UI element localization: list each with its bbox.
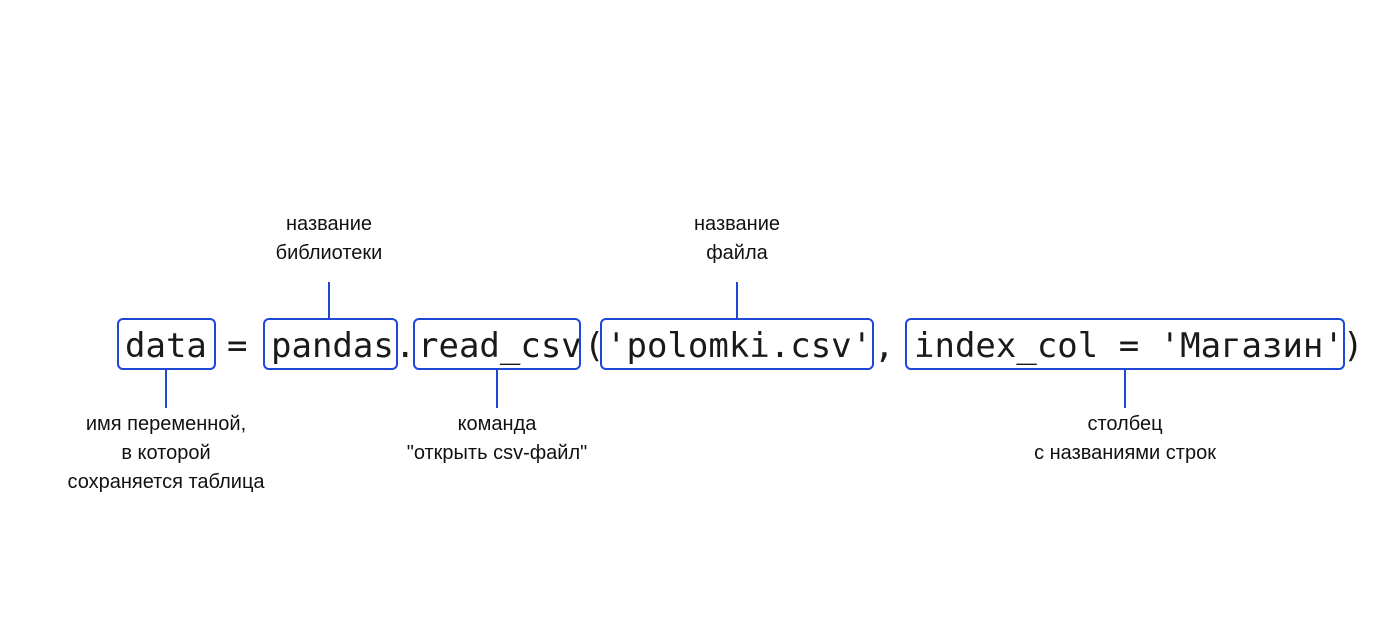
label-func-line1: команда bbox=[457, 413, 537, 435]
code-lib: pandas bbox=[271, 326, 394, 366]
code-equals: = bbox=[227, 326, 248, 366]
label-func-line2: "открыть csv-файл" bbox=[406, 442, 588, 464]
label-param: столбец с названиями строк bbox=[1034, 410, 1216, 468]
box-lib bbox=[263, 318, 398, 370]
label-var: имя переменной, в которой сохраняется та… bbox=[67, 410, 264, 497]
code-dot: . bbox=[395, 326, 416, 366]
label-filename: название файла bbox=[694, 210, 780, 268]
code-func: read_csv bbox=[418, 326, 582, 366]
box-param bbox=[905, 318, 1345, 370]
label-lib: название библиотеки bbox=[276, 210, 383, 268]
code-var: data bbox=[125, 326, 207, 366]
label-lib-line2: библиотеки bbox=[275, 242, 383, 264]
label-filename-line1: название bbox=[694, 213, 780, 235]
label-param-line1: столбец bbox=[1087, 413, 1163, 435]
connector-filename bbox=[736, 282, 738, 318]
connector-param bbox=[1124, 370, 1126, 408]
code-open-paren: ( bbox=[584, 326, 605, 366]
label-lib-line1: название bbox=[286, 213, 372, 235]
label-var-line3: сохраняется таблица bbox=[67, 471, 265, 493]
label-var-line2: в которой bbox=[121, 442, 211, 464]
box-func bbox=[413, 318, 581, 370]
code-comma: , bbox=[874, 326, 895, 366]
label-var-line1: имя переменной, bbox=[85, 413, 247, 435]
label-filename-line2: файла bbox=[706, 242, 768, 264]
connector-var bbox=[165, 370, 167, 408]
connector-lib bbox=[328, 282, 330, 318]
box-var bbox=[117, 318, 216, 370]
code-filename: 'polomki.csv' bbox=[606, 326, 873, 366]
box-filename bbox=[600, 318, 874, 370]
label-param-line2: с названиями строк bbox=[1034, 442, 1216, 464]
code-param: index_col = 'Магазин' bbox=[914, 326, 1344, 366]
connector-func bbox=[496, 370, 498, 408]
code-close-paren: ) bbox=[1343, 326, 1364, 366]
label-func: команда "открыть csv-файл" bbox=[407, 410, 588, 468]
